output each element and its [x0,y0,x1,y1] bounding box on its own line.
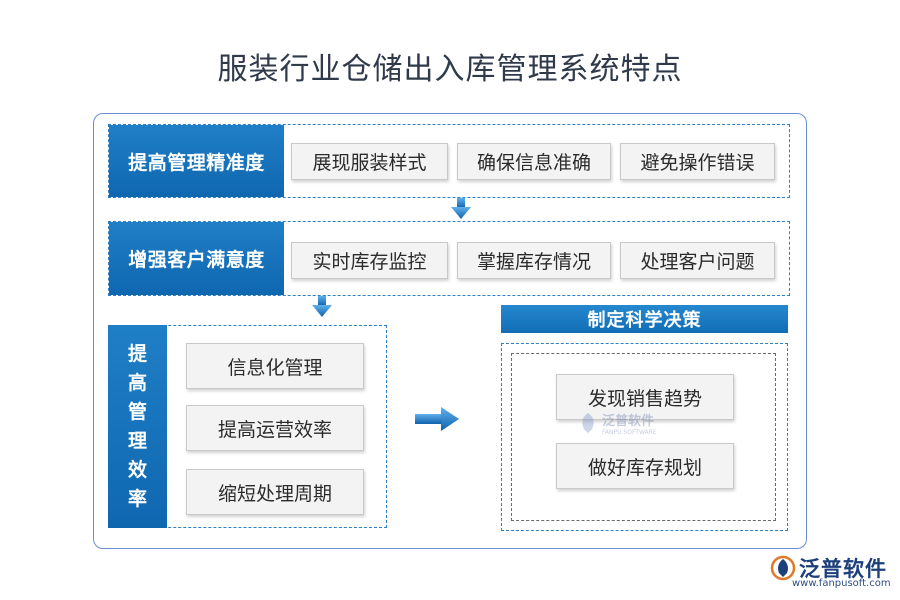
item-ensure-accuracy: 确保信息准确 [457,143,611,180]
efficiency-label-char: 提 [127,342,147,365]
item-handle-customer: 处理客户问题 [620,242,775,279]
item-avoid-errors: 避免操作错误 [620,143,775,180]
arrow-down-icon [451,198,471,219]
fanpu-logo-icon [582,413,594,433]
row-satisfaction-label: 增强客户满意度 [109,222,284,295]
watermark-name: 泛普软件 [602,414,655,429]
fanpu-logo-icon [770,555,796,581]
efficiency-label-char: 高 [127,371,147,394]
watermark-sub: FANPU SOFTWARE [602,429,657,436]
decision-outer-box [501,343,788,531]
item-sales-trend: 发现销售趋势 [556,374,734,420]
efficiency-label-char: 理 [127,429,147,452]
efficiency-label-char: 管 [127,400,147,423]
row-satisfaction: 增强客户满意度 [108,221,790,296]
brand-logo: 泛普软件 [770,553,887,583]
row-precision-label: 提高管理精准度 [109,125,284,197]
efficiency-label-char: 率 [127,487,147,510]
efficiency-label: 提 高 管 理 效 率 [108,325,167,528]
arrow-down-icon [312,296,332,317]
outer-frame [93,113,807,549]
efficiency-label-char: 效 [127,458,147,481]
item-realtime-monitor: 实时库存监控 [291,242,448,279]
item-shorten-cycle: 缩短处理周期 [186,469,364,515]
decision-header: 制定科学决策 [501,305,788,333]
brand-url: www.fanpusoft.com [792,578,891,589]
item-informatization: 信息化管理 [186,343,364,389]
item-grasp-stock: 掌握库存情况 [457,242,611,279]
brand-name: 泛普软件 [799,557,887,581]
item-improve-ops: 提高运营效率 [186,405,364,451]
row-precision: 提高管理精准度 [108,124,790,198]
item-show-style: 展现服装样式 [291,143,448,180]
watermark: 泛普软件 FANPU SOFTWARE [578,410,657,436]
item-stock-planning: 做好库存规划 [556,443,734,489]
page-title: 服装行业仓储出入库管理系统特点 [217,52,683,87]
decision-inner-box [511,353,776,521]
arrow-right-icon [415,407,459,431]
